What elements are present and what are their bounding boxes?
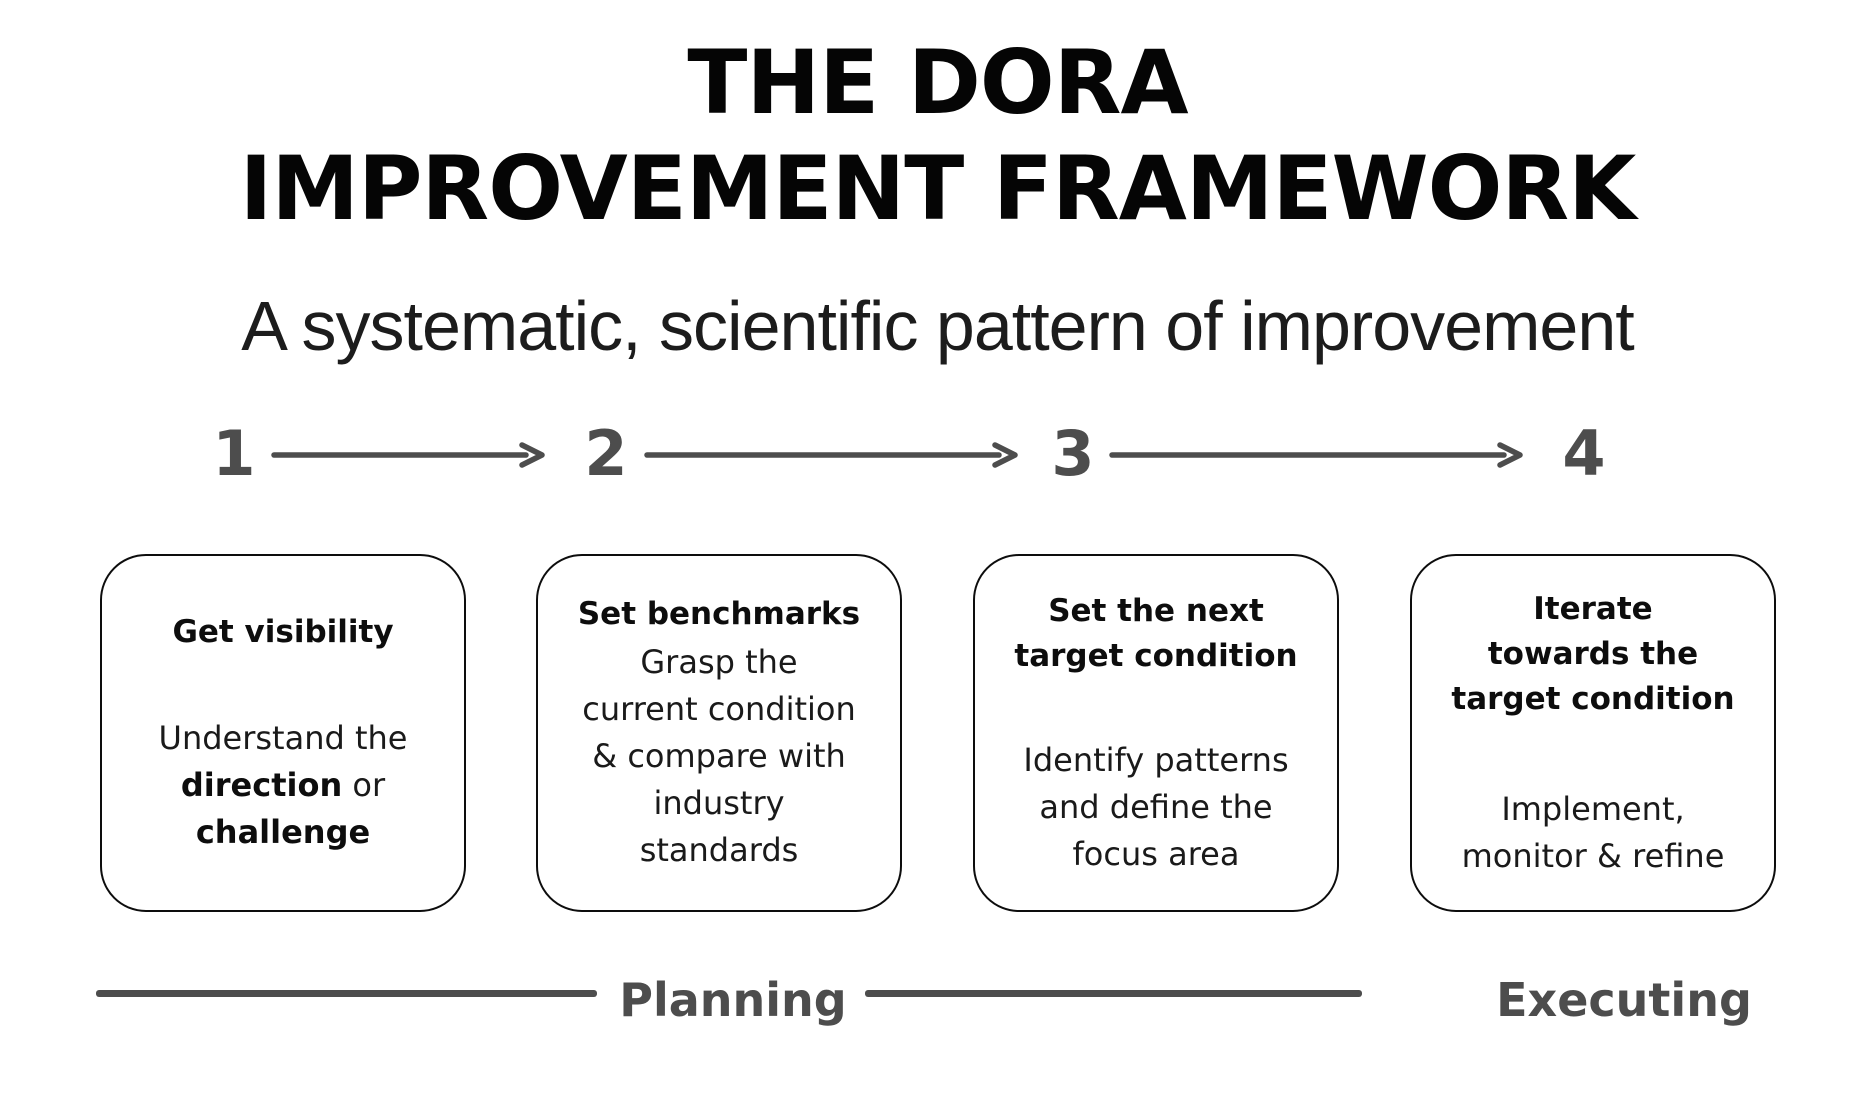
phase-label-planning: Planning <box>619 973 847 1027</box>
phase-label-executing: Executing <box>1496 973 1752 1027</box>
step-3-heading: Set the next target condition <box>1014 592 1298 674</box>
step-2-heading: Set benchmarks <box>577 596 861 632</box>
step-number-1: 1 <box>212 417 256 490</box>
step-number-2: 2 <box>584 417 628 490</box>
arrow-icon-2-to-3 <box>644 442 1018 468</box>
step-box-get-visibility: Get visibility Understand the direction … <box>100 554 466 912</box>
step-number-4: 4 <box>1562 417 1606 490</box>
step-number-3: 3 <box>1051 417 1095 490</box>
planning-line-left <box>96 990 597 997</box>
step-4-heading: Iterate towards the target condition <box>1451 590 1735 717</box>
page-title: THE DORA IMPROVEMENT FRAMEWORK <box>239 31 1637 240</box>
step-box-iterate-towards-target: Iterate towards the target condition Imp… <box>1410 554 1776 912</box>
step-4-body: Implement, monitor & refine <box>1461 789 1725 875</box>
planning-line-right <box>865 990 1362 997</box>
arrow-icon-1-to-2 <box>271 442 545 468</box>
step-box-set-next-target-condition: Set the next target condition Identify p… <box>973 554 1339 912</box>
page-subtitle: A systematic, scientific pattern of impr… <box>241 287 1634 365</box>
step-2-body: Grasp the current condition & compare wi… <box>582 643 856 869</box>
step-3-body: Identify patterns and define the focus a… <box>1023 740 1289 873</box>
step-box-set-benchmarks: Set benchmarks Grasp the current conditi… <box>536 554 902 912</box>
step-1-body: Understand the direction or challenge <box>158 719 408 851</box>
arrow-icon-3-to-4 <box>1109 442 1523 468</box>
step-1-heading: Get visibility <box>172 614 394 650</box>
